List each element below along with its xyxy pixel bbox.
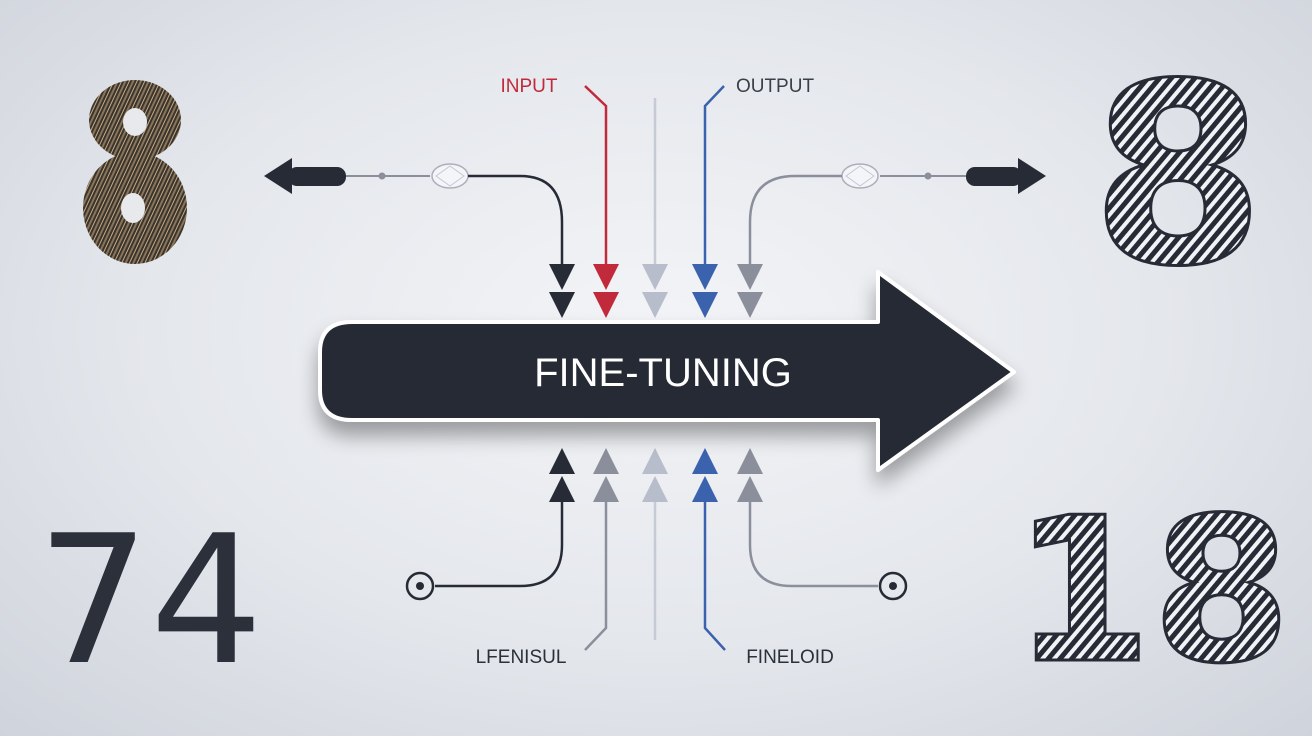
number-bottom-left: 74 [37,497,264,704]
left-connector [264,158,564,272]
number-top-right: 8 [1091,30,1265,321]
number-bottom-right: 18 [1013,475,1291,708]
bottom-lines [435,480,878,651]
top-arrowheads [549,264,763,318]
target-terminal-icon-left [405,571,435,601]
bottom-arrowheads [549,448,763,502]
right-connector [748,158,1046,272]
top-lines [584,85,725,272]
striped-eight-top-right: 8 [1090,29,1267,323]
target-terminal-icon-right [878,571,908,601]
arrow-right-icon [1018,158,1046,194]
label-bottom-left: LFENISUL [476,647,567,668]
label-output: OUTPUT [736,76,815,97]
arrow-left-icon [264,158,292,194]
textured-eight-top-left: 8 [83,80,187,264]
crystal-node-icon-left [431,163,469,189]
label-input: INPUT [501,76,558,97]
label-bottom-right: FINELOID [746,647,834,668]
crystal-node-icon-right [841,163,879,189]
fine-tuning-arrow [318,270,1016,472]
fine-tuning-label: FINE-TUNING [534,351,792,395]
